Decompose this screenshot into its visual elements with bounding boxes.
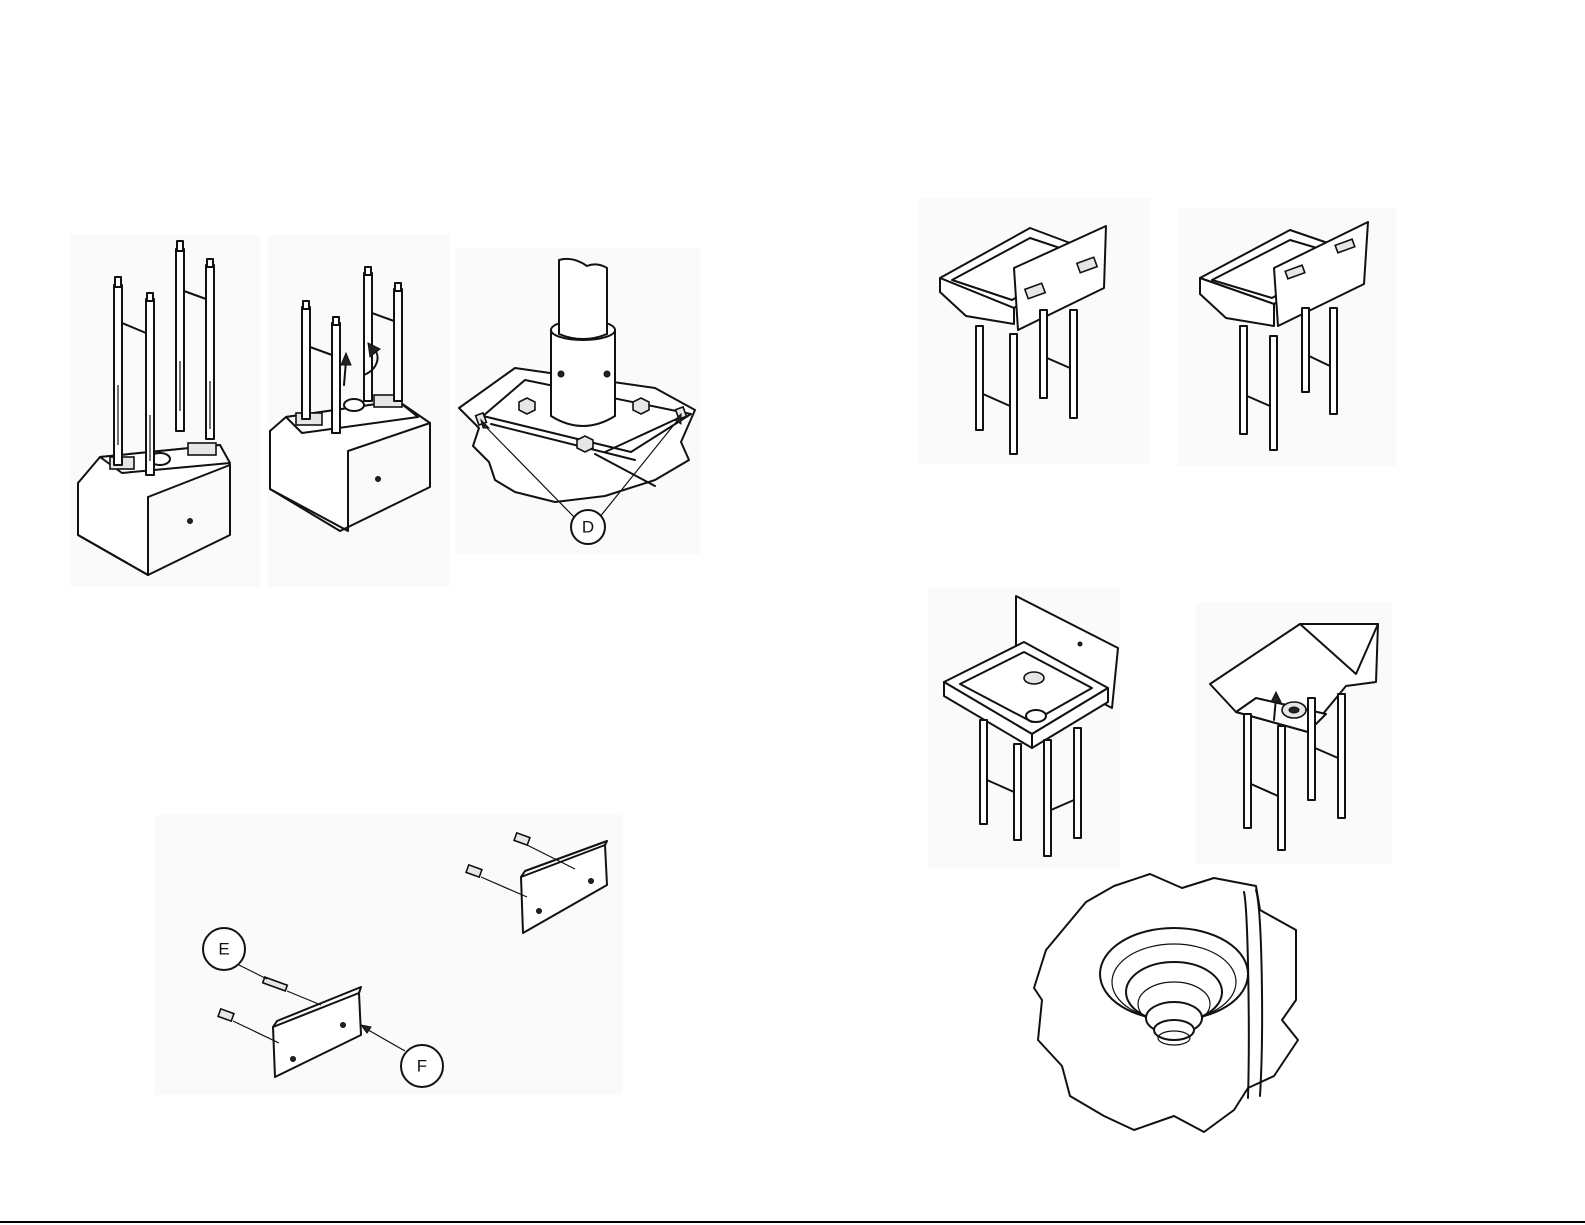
leg-insertion-illustration (70, 235, 260, 587)
sink-front-view (928, 588, 1120, 868)
leg-socket (551, 330, 615, 426)
leg-socket-detail: D (455, 248, 700, 554)
leg-tube (559, 259, 607, 339)
wall-bracket-drawing: E F (155, 815, 623, 1095)
leg-back-left (364, 267, 372, 401)
page-bottom-rule (0, 1221, 1585, 1223)
drain-detail-drawing (1034, 870, 1304, 1140)
bolt (466, 865, 527, 897)
leg-front-right (332, 317, 340, 433)
callout-e-label: E (218, 939, 229, 958)
leg-tightening-drawing (268, 235, 450, 587)
anchor-screw (263, 977, 321, 1005)
nut (633, 398, 649, 414)
leg-back-right (394, 283, 402, 401)
gusset-right (188, 443, 216, 455)
leg-insertion-drawing (70, 235, 260, 587)
bolt (218, 1009, 279, 1043)
drain-strainer (1024, 672, 1044, 684)
leg-front-left (302, 301, 310, 419)
sink-rear-view-1-drawing (918, 198, 1150, 464)
cross-brace (122, 323, 146, 333)
sink-rear-view-2 (1178, 208, 1396, 466)
callout-f-label: F (417, 1056, 427, 1075)
sink-front-view-drawing (928, 588, 1120, 868)
leg-socket-drawing: D (455, 248, 700, 554)
sink-rear-view-2-drawing (1178, 208, 1396, 466)
sink-legs (1240, 308, 1337, 450)
sink-rear-view-1 (918, 198, 1150, 464)
sink-legs (976, 310, 1077, 454)
wall-bracket-assembly: E F (155, 815, 623, 1095)
leg-tightening-illustration (268, 235, 450, 587)
drain-hole (344, 399, 364, 411)
nut (577, 436, 593, 452)
drain-detail-view (1034, 870, 1304, 1140)
sink-underside-drawing (1196, 602, 1392, 864)
bracket-lower (273, 987, 361, 1077)
callout-d-label: D (582, 517, 594, 536)
nut (519, 398, 535, 414)
sink-underside-drain-view (1196, 602, 1392, 864)
bracket-upper (521, 841, 607, 933)
drain-hole (1026, 710, 1046, 722)
